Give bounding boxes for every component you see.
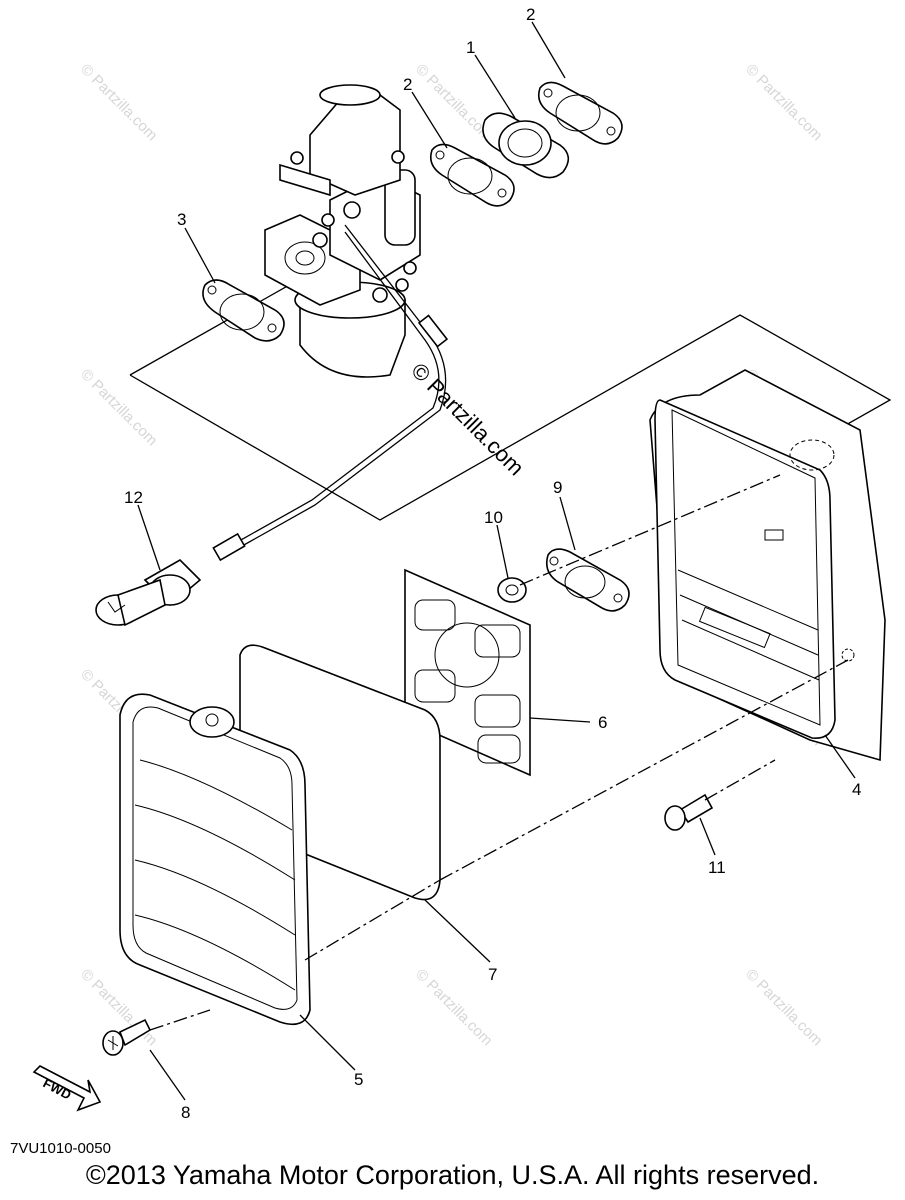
carburetor — [264, 84, 421, 378]
cover-5 — [119, 693, 311, 1026]
callout-5: 5 — [354, 1070, 363, 1089]
callout-1: 1 — [466, 38, 475, 57]
callout-2: 2 — [526, 5, 535, 24]
diagram-code: 7VU1010-0050 — [10, 1140, 111, 1157]
leader-lines — [137, 21, 856, 1101]
gasket-3 — [202, 279, 285, 342]
callout-8: 8 — [181, 1103, 190, 1122]
callout-10: 10 — [484, 508, 503, 527]
watermark: © Partzilla.com — [742, 61, 825, 144]
callout-6: 6 — [598, 713, 607, 732]
gasket-9 — [545, 548, 630, 612]
gasket-2-right — [537, 81, 623, 145]
insulator-1 — [482, 112, 570, 179]
callout-9: 9 — [553, 478, 562, 497]
callout-7: 7 — [488, 965, 497, 984]
watermark: © Partzilla.com — [77, 366, 160, 449]
nut-10 — [497, 577, 527, 603]
watermark: © Partzilla.com — [77, 61, 160, 144]
choke-cable — [212, 224, 449, 562]
gasket-2-left — [429, 143, 515, 207]
callout-2: 2 — [403, 75, 412, 94]
watermark: © Partzilla.com — [742, 966, 825, 1049]
callout-3: 3 — [177, 210, 186, 229]
fwd-label: FWD — [41, 1075, 74, 1102]
fwd-arrow: FWD — [32, 1065, 102, 1112]
choke-knob — [95, 559, 202, 627]
watermark: © Partzilla.com — [412, 966, 495, 1049]
air-cleaner-case — [649, 369, 886, 762]
bolt-11 — [664, 793, 714, 831]
callout-4: 4 — [852, 780, 861, 799]
callouts: 1 2 2 3 4 5 6 7 8 9 10 11 12 — [124, 5, 861, 1122]
center-watermark: © Partzilla.com — [406, 358, 529, 481]
copyright-notice: ©2013 Yamaha Motor Corporation, U.S.A. A… — [85, 1160, 820, 1190]
callout-11: 11 — [708, 858, 726, 877]
callout-12: 12 — [124, 488, 143, 507]
assembly-lines — [149, 474, 849, 1031]
